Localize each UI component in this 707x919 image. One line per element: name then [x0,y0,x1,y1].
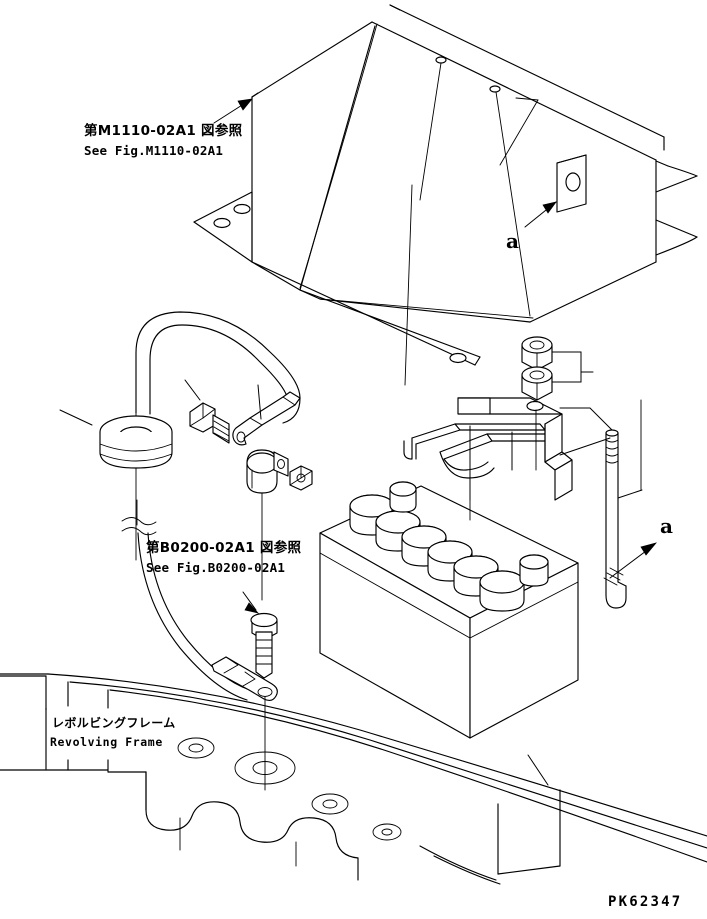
revolving-frame-label-jp: レボルビングフレーム [52,716,176,730]
revolving-frame [0,673,707,885]
battery [319,481,579,786]
sheet-part-number: PK62347 [608,894,683,910]
callout-a-rod: a [660,514,673,538]
ref-battery-cable-en: See Fig.B0200-02A1 [146,560,286,575]
battery-hold-down-rod [559,407,643,609]
ref-hood-jp: 第M1110-02A1 図参照 [84,123,243,139]
ref-hood-en: See Fig.M1110-02A1 [84,143,224,158]
hex-nut-upper [521,336,582,371]
battery-cell-caps [349,494,525,612]
ref-battery-cable-jp: 第B0200-02A1 図参照 [146,540,302,556]
battery-cable-terminal [232,384,301,446]
terminal-bolt [184,379,230,444]
battery-cable-clamp [246,449,289,601]
callout-a-cover-leader [524,201,557,228]
hex-nut-lower [521,363,594,401]
cover-access-plate [556,154,587,213]
battery-terminal-posts [389,481,549,587]
callout-a-cover: a [506,229,519,253]
battery-hold-down-bracket [403,397,611,501]
ground-cable-terminal [211,656,278,791]
clamp-nut [289,465,313,491]
revolving-frame-label-en: Revolving Frame [50,735,163,749]
cable-grommet [59,409,173,561]
hood-reference-leader [213,98,253,124]
frame-mount-bolt [242,591,278,679]
battery-cable-upper [135,311,301,424]
engine-hood-cover [193,4,698,386]
callout-a-rod-leader [609,542,657,579]
